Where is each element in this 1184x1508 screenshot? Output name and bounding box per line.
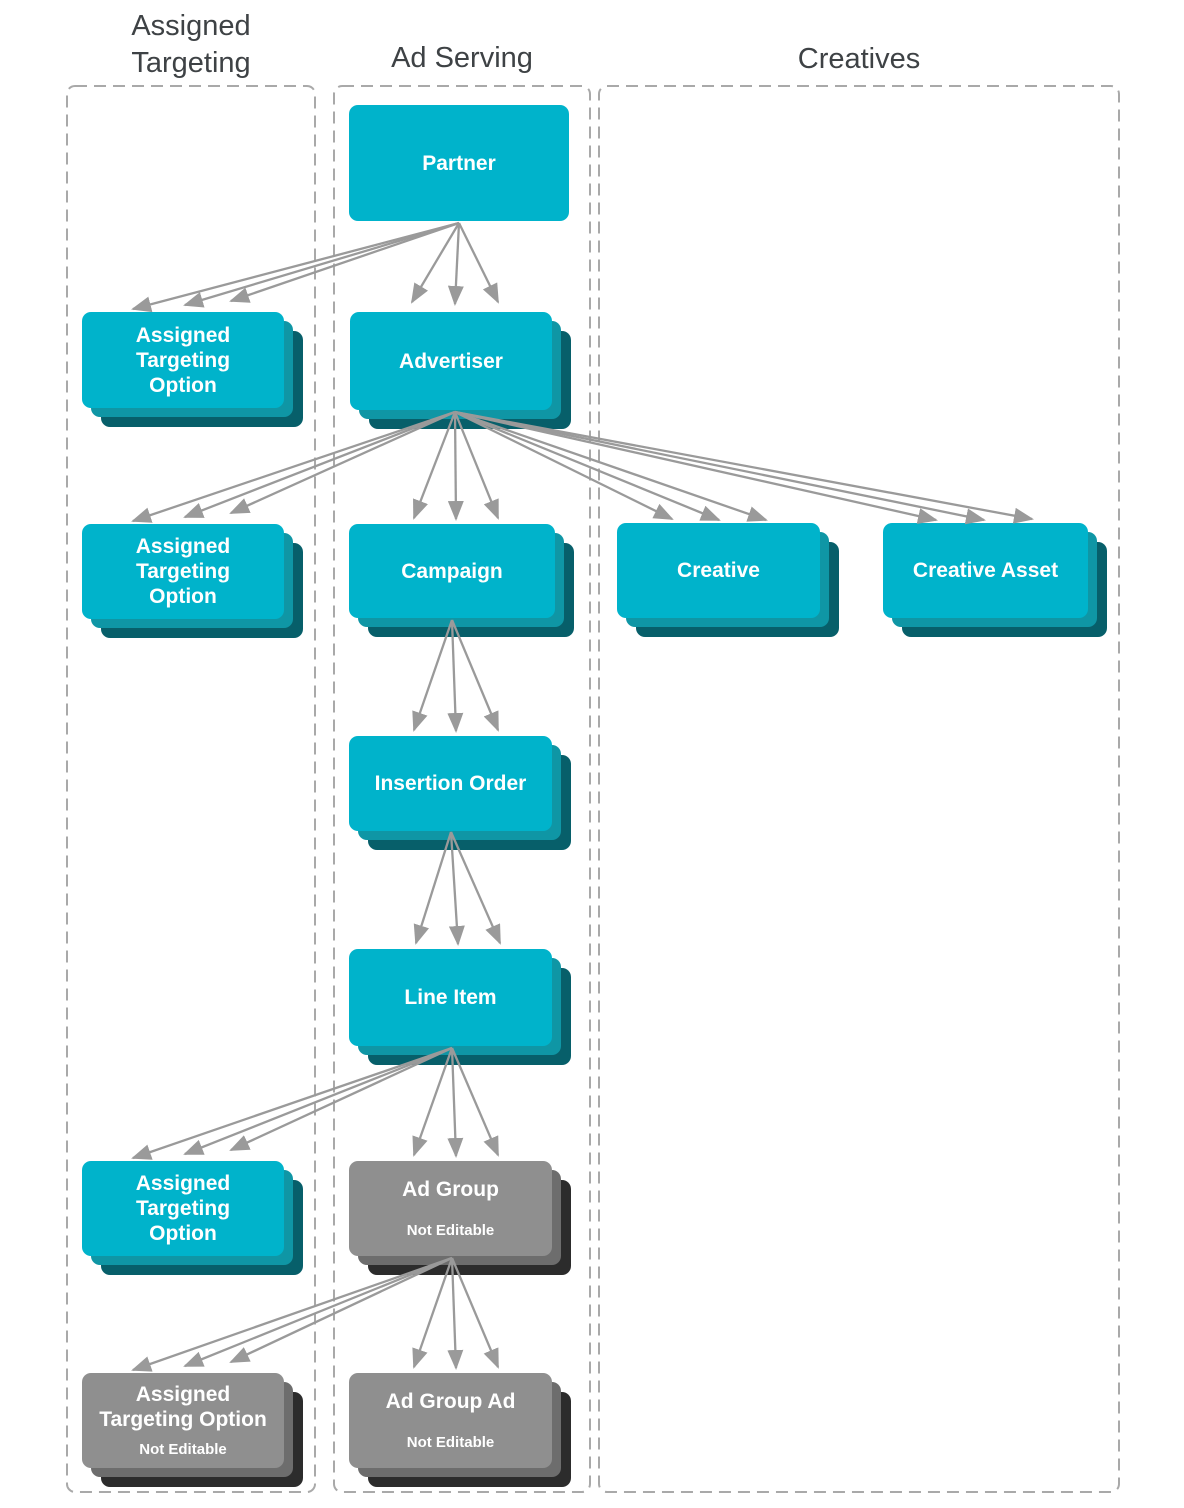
node-face: Assigned Targeting Option Not Editable (82, 1373, 284, 1468)
node-label: Creative Asset (912, 559, 1059, 582)
node-status-not-editable: Not Editable (139, 1441, 227, 1458)
node-label: Line Item (404, 986, 497, 1009)
node-assigned-targeting-option-not-editable: Assigned Targeting Option Not Editable (82, 1373, 303, 1487)
node-face: Assigned Targeting Option (82, 312, 284, 408)
column-box-ad-serving (333, 85, 591, 1493)
node-label: Assigned Targeting Option (135, 323, 231, 397)
node-face: Advertiser (350, 312, 552, 410)
node-status-not-editable: Not Editable (406, 1434, 495, 1451)
node-advertiser: Advertiser (350, 312, 571, 429)
node-face: Assigned Targeting Option (82, 1161, 284, 1256)
node-label: Creative (677, 559, 760, 582)
column-box-assigned-targeting (66, 85, 316, 1493)
node-face: Campaign (349, 524, 555, 618)
node-assigned-targeting-option-top: Assigned Targeting Option (82, 312, 303, 427)
node-label: Ad Group (402, 1178, 499, 1201)
node-label: Assigned Targeting Option (135, 535, 231, 608)
node-creative: Creative (617, 523, 839, 637)
column-header-assigned-targeting: Assigned Targeting (131, 10, 251, 79)
column-header-creatives: Creatives (797, 43, 921, 75)
node-label: Insertion Order (374, 772, 527, 795)
node-face: Assigned Targeting Option (82, 524, 284, 619)
node-face: Creative (617, 523, 820, 618)
node-insertion-order: Insertion Order (349, 736, 571, 850)
node-label: Assigned Targeting Option (135, 1172, 231, 1245)
node-assigned-targeting-option-mid: Assigned Targeting Option (82, 524, 303, 638)
node-assigned-targeting-option-line-item: Assigned Targeting Option (82, 1161, 303, 1275)
node-label: Partner (422, 151, 496, 175)
node-ad-group: Ad Group Not Editable (349, 1161, 571, 1275)
node-creative-asset: Creative Asset (883, 523, 1107, 637)
node-partner: Partner (349, 105, 569, 221)
node-face: Insertion Order (349, 736, 552, 831)
node-campaign: Campaign (349, 524, 574, 637)
node-label: Assigned Targeting Option (99, 1383, 267, 1431)
node-ad-group-ad: Ad Group Ad Not Editable (349, 1373, 571, 1487)
node-face: Partner (349, 105, 569, 221)
node-label: Advertiser (399, 349, 503, 373)
node-face: Creative Asset (883, 523, 1088, 618)
node-line-item: Line Item (349, 949, 571, 1065)
node-face: Ad Group Not Editable (349, 1161, 552, 1256)
node-label: Campaign (401, 559, 503, 583)
node-status-not-editable: Not Editable (406, 1222, 495, 1239)
node-face: Line Item (349, 949, 552, 1046)
column-box-creatives (598, 85, 1120, 1493)
column-header-ad-serving: Ad Serving (391, 42, 533, 74)
node-label: Ad Group Ad (385, 1390, 516, 1413)
node-face: Ad Group Ad Not Editable (349, 1373, 552, 1468)
